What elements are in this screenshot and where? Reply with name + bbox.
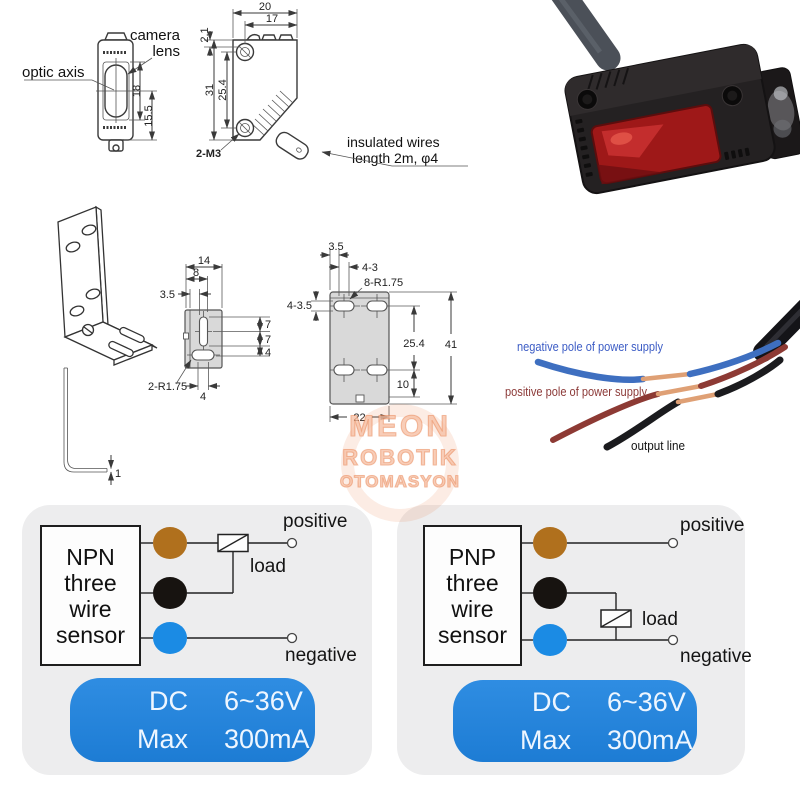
dim-width: 20 <box>259 1 271 13</box>
dim-slot-span: 8 <box>193 267 199 279</box>
small-plate-drawing: 14 8 3.5 7 7 4 4 2-R1.75 <box>148 255 271 403</box>
front-view-drawing: camera lens optic axis 18 15.5 <box>22 27 181 152</box>
npn-brown-wire-dot <box>153 527 187 559</box>
dim-edge-offset: 3.5 <box>160 289 175 301</box>
dim-lp-hole-spacing: 25.4 <box>403 338 424 350</box>
npn-rating-dc-label: DC <box>149 685 188 716</box>
npn-negative-label: negative <box>285 645 357 666</box>
dim-7a: 7 <box>265 319 271 331</box>
npn-sensor-line2: three <box>64 569 117 596</box>
npn-sensor-line4: sensor <box>55 621 126 648</box>
side-view-drawing: 20 17 2.1 31 25.4 2-M3 insulated wires l… <box>196 1 468 167</box>
dimension-drawings: camera lens optic axis 18 15.5 <box>22 1 468 485</box>
dim-lp-bottom-offset: 10 <box>397 379 409 391</box>
mounting-hole-bottom <box>235 118 255 138</box>
positive-wire <box>550 391 661 443</box>
vertical-slot <box>198 316 209 347</box>
pnp-black-wire-dot <box>533 577 567 609</box>
dim-lens-height: 18 <box>131 85 143 97</box>
thread-label: 2-M3 <box>196 148 221 160</box>
pnp-sensor-box: PNP three wire sensor <box>423 525 522 666</box>
optic-axis-label: optic axis <box>22 64 85 81</box>
npn-sensor-line3: wire <box>69 595 112 622</box>
dim-plate-width: 14 <box>198 255 210 267</box>
dim-bracket-thickness: 1 <box>115 468 121 480</box>
bracket-profile-drawing: 1 <box>63 367 121 485</box>
sensor-photo <box>551 0 800 195</box>
pnp-blue-wire-dot <box>533 624 567 656</box>
large-plate-drawing: 3.5 4-3 8-R1.75 4-3.5 25.4 41 10 22 <box>287 241 457 424</box>
sensor-cable <box>551 0 621 71</box>
npn-positive-terminal <box>286 537 298 549</box>
mounting-bracket-iso <box>57 205 158 366</box>
dim-lp-height: 41 <box>445 339 457 351</box>
output-wire <box>603 398 682 451</box>
pnp-rating-voltage: 6~36V <box>607 686 686 717</box>
small-plate-radius-label: 2-R1.75 <box>148 381 187 393</box>
npn-load-label: load <box>250 556 286 577</box>
dim-height: 31 <box>204 84 216 96</box>
pnp-wiring-panel: PNP three wire sensor positive load nega… <box>397 505 752 775</box>
camera-lens-label-line2: lens <box>152 43 180 60</box>
pnp-rating-max-label: Max <box>519 724 571 755</box>
dim-lp-slot-width: 4-3 <box>362 262 378 274</box>
cable-note-line1: insulated wires <box>347 134 440 150</box>
pnp-brown-wire-dot <box>533 527 567 559</box>
pnp-rating-badge: DC 6~36V Max 300mA <box>453 680 697 762</box>
pnp-wiring-lines <box>518 537 679 646</box>
dim-lp-width: 22 <box>353 412 365 424</box>
dim-hole-inset: 17 <box>266 13 278 25</box>
npn-sensor-box: NPN three wire sensor <box>40 525 141 666</box>
pnp-positive-label: positive <box>680 515 745 536</box>
npn-sensor-line1: NPN <box>66 543 115 570</box>
pnp-rating-current: 300mA <box>607 724 693 755</box>
pnp-rating-dc-label: DC <box>532 686 571 717</box>
npn-rating-badge: DC 6~36V Max 300mA <box>70 678 315 762</box>
negative-wire <box>534 358 647 383</box>
lp-radius-label: 8-R1.75 <box>364 277 403 289</box>
npn-rating-max-label: Max <box>136 723 188 754</box>
output-line-label: output line <box>631 438 685 453</box>
npn-rating-current: 300mA <box>224 723 310 754</box>
npn-rating-voltage: 6~36V <box>224 685 303 716</box>
pnp-positive-terminal <box>667 537 679 549</box>
pnp-negative-terminal <box>667 634 679 646</box>
mounting-hole-top <box>235 42 255 62</box>
dim-lp-edge-offset: 3.5 <box>328 241 343 253</box>
npn-positive-label: positive <box>283 511 348 532</box>
pnp-sensor-line2: three <box>446 569 499 596</box>
dim-7b: 7 <box>265 334 271 346</box>
negative-pole-label: negative pole of power supply <box>517 339 663 354</box>
pnp-sensor-line1: PNP <box>448 543 497 570</box>
npn-negative-terminal <box>286 632 298 644</box>
npn-wiring-panel: NPN three wire sensor positive load nega… <box>22 505 372 775</box>
npn-blue-wire-dot <box>153 622 187 654</box>
dim-lp-slot-height: 4-3.5 <box>287 300 312 312</box>
dim-hole-spacing: 25.4 <box>217 79 229 100</box>
positive-pole-label: positive pole of power supply <box>505 384 647 399</box>
dim-4-right: 4 <box>265 347 271 359</box>
cable-note-line2: length 2m, φ4 <box>352 150 438 166</box>
dim-4-bottom: 4 <box>200 391 206 403</box>
pnp-sensor-line3: wire <box>451 595 494 622</box>
sensor-screw-right <box>721 85 743 107</box>
camera-lens-label-line1: camera <box>130 27 181 44</box>
horizontal-slot <box>191 349 215 361</box>
sensor-screw-left <box>576 88 598 110</box>
npn-black-wire-dot <box>153 577 187 609</box>
pnp-negative-label: negative <box>680 646 752 667</box>
dim-top-offset: 2.1 <box>199 27 211 42</box>
dim-axis-offset: 15.5 <box>143 105 155 126</box>
pnp-load-label: load <box>642 609 678 630</box>
cable-wires-photo: negative pole of power supply positive p… <box>505 300 800 453</box>
pnp-sensor-line4: sensor <box>437 621 508 648</box>
